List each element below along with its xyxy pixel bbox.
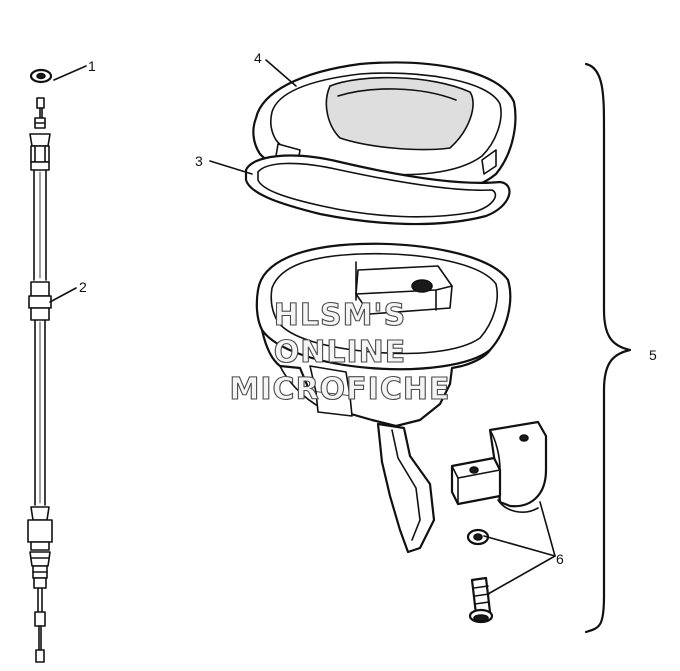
part-2-cable (27, 97, 53, 663)
part-5-housing (255, 242, 512, 554)
callout-1: 1 (88, 58, 96, 74)
watermark-line-2: ONLINE (274, 335, 407, 370)
callout-3: 3 (195, 153, 203, 169)
leader-lines (49, 59, 556, 595)
part-6-clamp (450, 420, 548, 624)
part-3-gasket (244, 154, 511, 226)
callout-4: 4 (254, 50, 262, 66)
callout-5: 5 (649, 347, 657, 363)
assembly-brace (584, 62, 632, 634)
watermark-line-3: MICROFICHE (230, 372, 451, 407)
callout-2: 2 (79, 279, 87, 295)
callout-6: 6 (556, 551, 564, 567)
watermark-line-1: HLSM'S (274, 298, 406, 333)
part-1-ring (29, 68, 53, 84)
